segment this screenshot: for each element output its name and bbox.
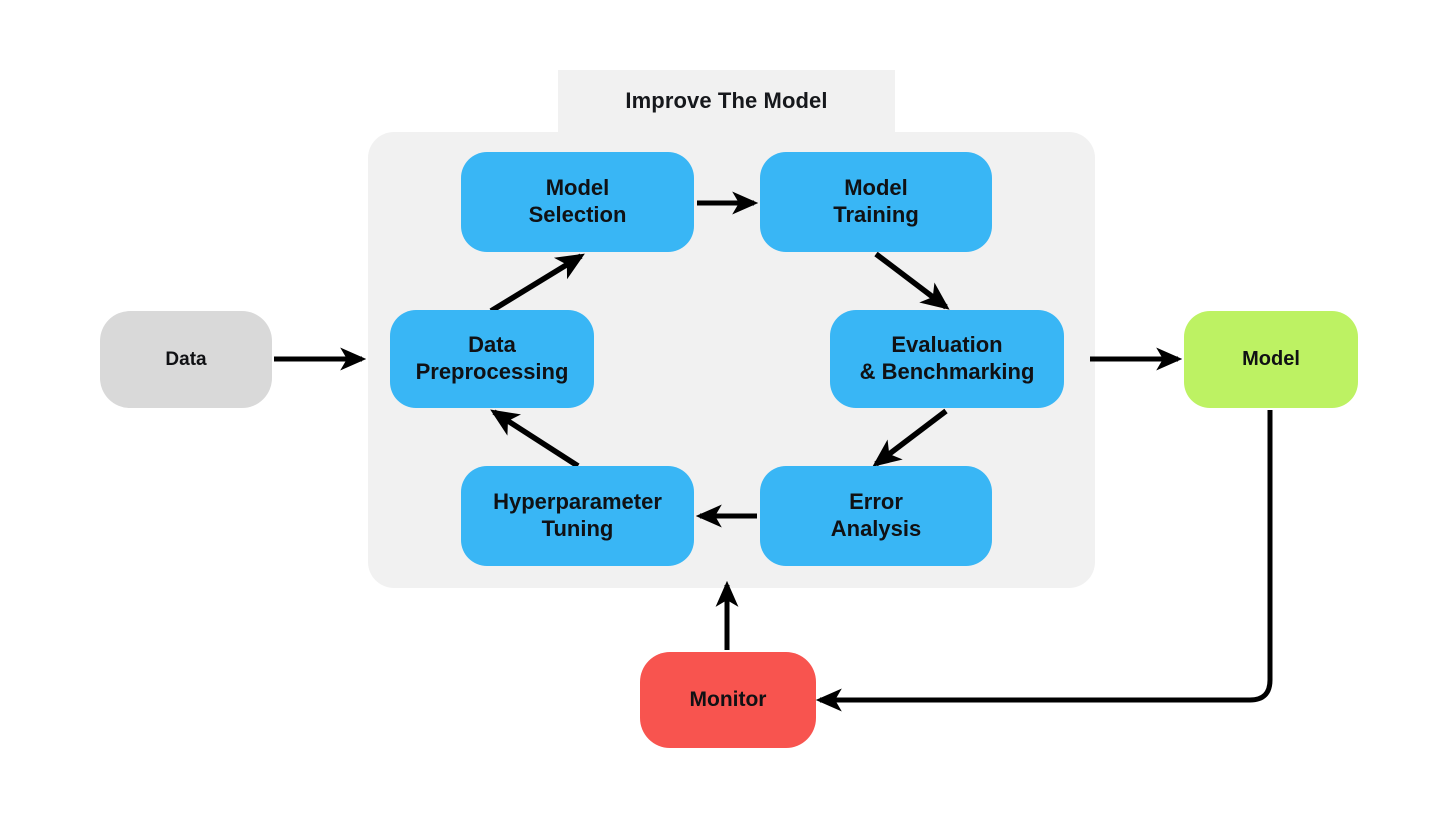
node-evaluation-benchmarking[interactable]: Evaluation & Benchmarking bbox=[830, 310, 1064, 408]
node-model[interactable]: Model bbox=[1184, 311, 1358, 408]
node-data-label: Data bbox=[165, 348, 207, 370]
node-model-label: Model bbox=[1242, 348, 1300, 371]
node-model-selection-label: Model Selection bbox=[528, 175, 627, 227]
node-data-preprocessing-label: Data Preprocessing bbox=[415, 332, 569, 384]
node-monitor-label: Monitor bbox=[689, 688, 767, 712]
node-model-training-label: Model Training bbox=[833, 175, 919, 227]
node-evaluation-benchmarking-label: Evaluation & Benchmarking bbox=[859, 332, 1035, 384]
node-data-preprocessing[interactable]: Data Preprocessing bbox=[390, 310, 594, 408]
node-error-analysis-label: Error Analysis bbox=[830, 489, 922, 541]
node-hyperparameter-tuning-label: Hyperparameter Tuning bbox=[493, 489, 662, 541]
node-model-training[interactable]: Model Training bbox=[760, 152, 992, 252]
node-monitor[interactable]: Monitor bbox=[640, 652, 816, 748]
node-error-analysis[interactable]: Error Analysis bbox=[760, 466, 992, 566]
node-hyperparameter-tuning[interactable]: Hyperparameter Tuning bbox=[461, 466, 694, 566]
group-title-label: Improve The Model bbox=[625, 88, 828, 113]
node-data[interactable]: Data bbox=[100, 311, 272, 408]
group-title-box: Improve The Model bbox=[558, 70, 895, 132]
node-model-selection[interactable]: Model Selection bbox=[461, 152, 694, 252]
